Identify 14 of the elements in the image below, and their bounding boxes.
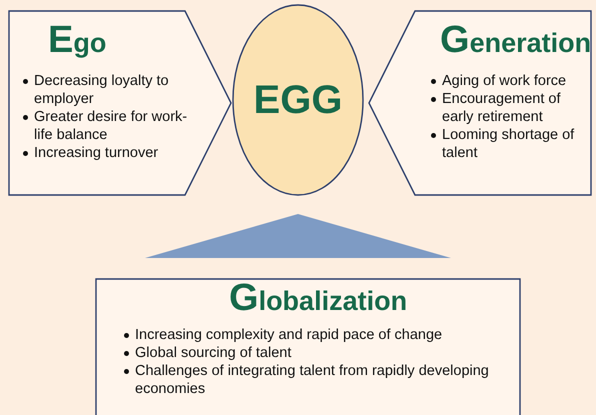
bullet-item: Challenges of integrating talent from rapidly developing economies [123,362,503,398]
bullet-item: Greater desire for work-life balance [22,108,192,144]
egg-label: EGG [254,77,342,123]
bullet-item: Increasing complexity and rapid pace of change [123,326,503,344]
heading: Globalization [229,280,408,319]
bullet-item: Increasing turnover [22,144,192,162]
triangle-arrow [145,214,451,258]
heading: Ego [48,22,106,61]
bullet-item: Encouragement of early retirement [430,90,580,126]
bullet-item: Decreasing loyalty to employer [22,72,192,108]
bullet-item: Looming shortage of talent [430,126,580,162]
bullet-item: Global sourcing of talent [123,344,503,362]
bullet-item: Aging of work force [430,72,580,90]
heading: Generation [440,22,592,61]
